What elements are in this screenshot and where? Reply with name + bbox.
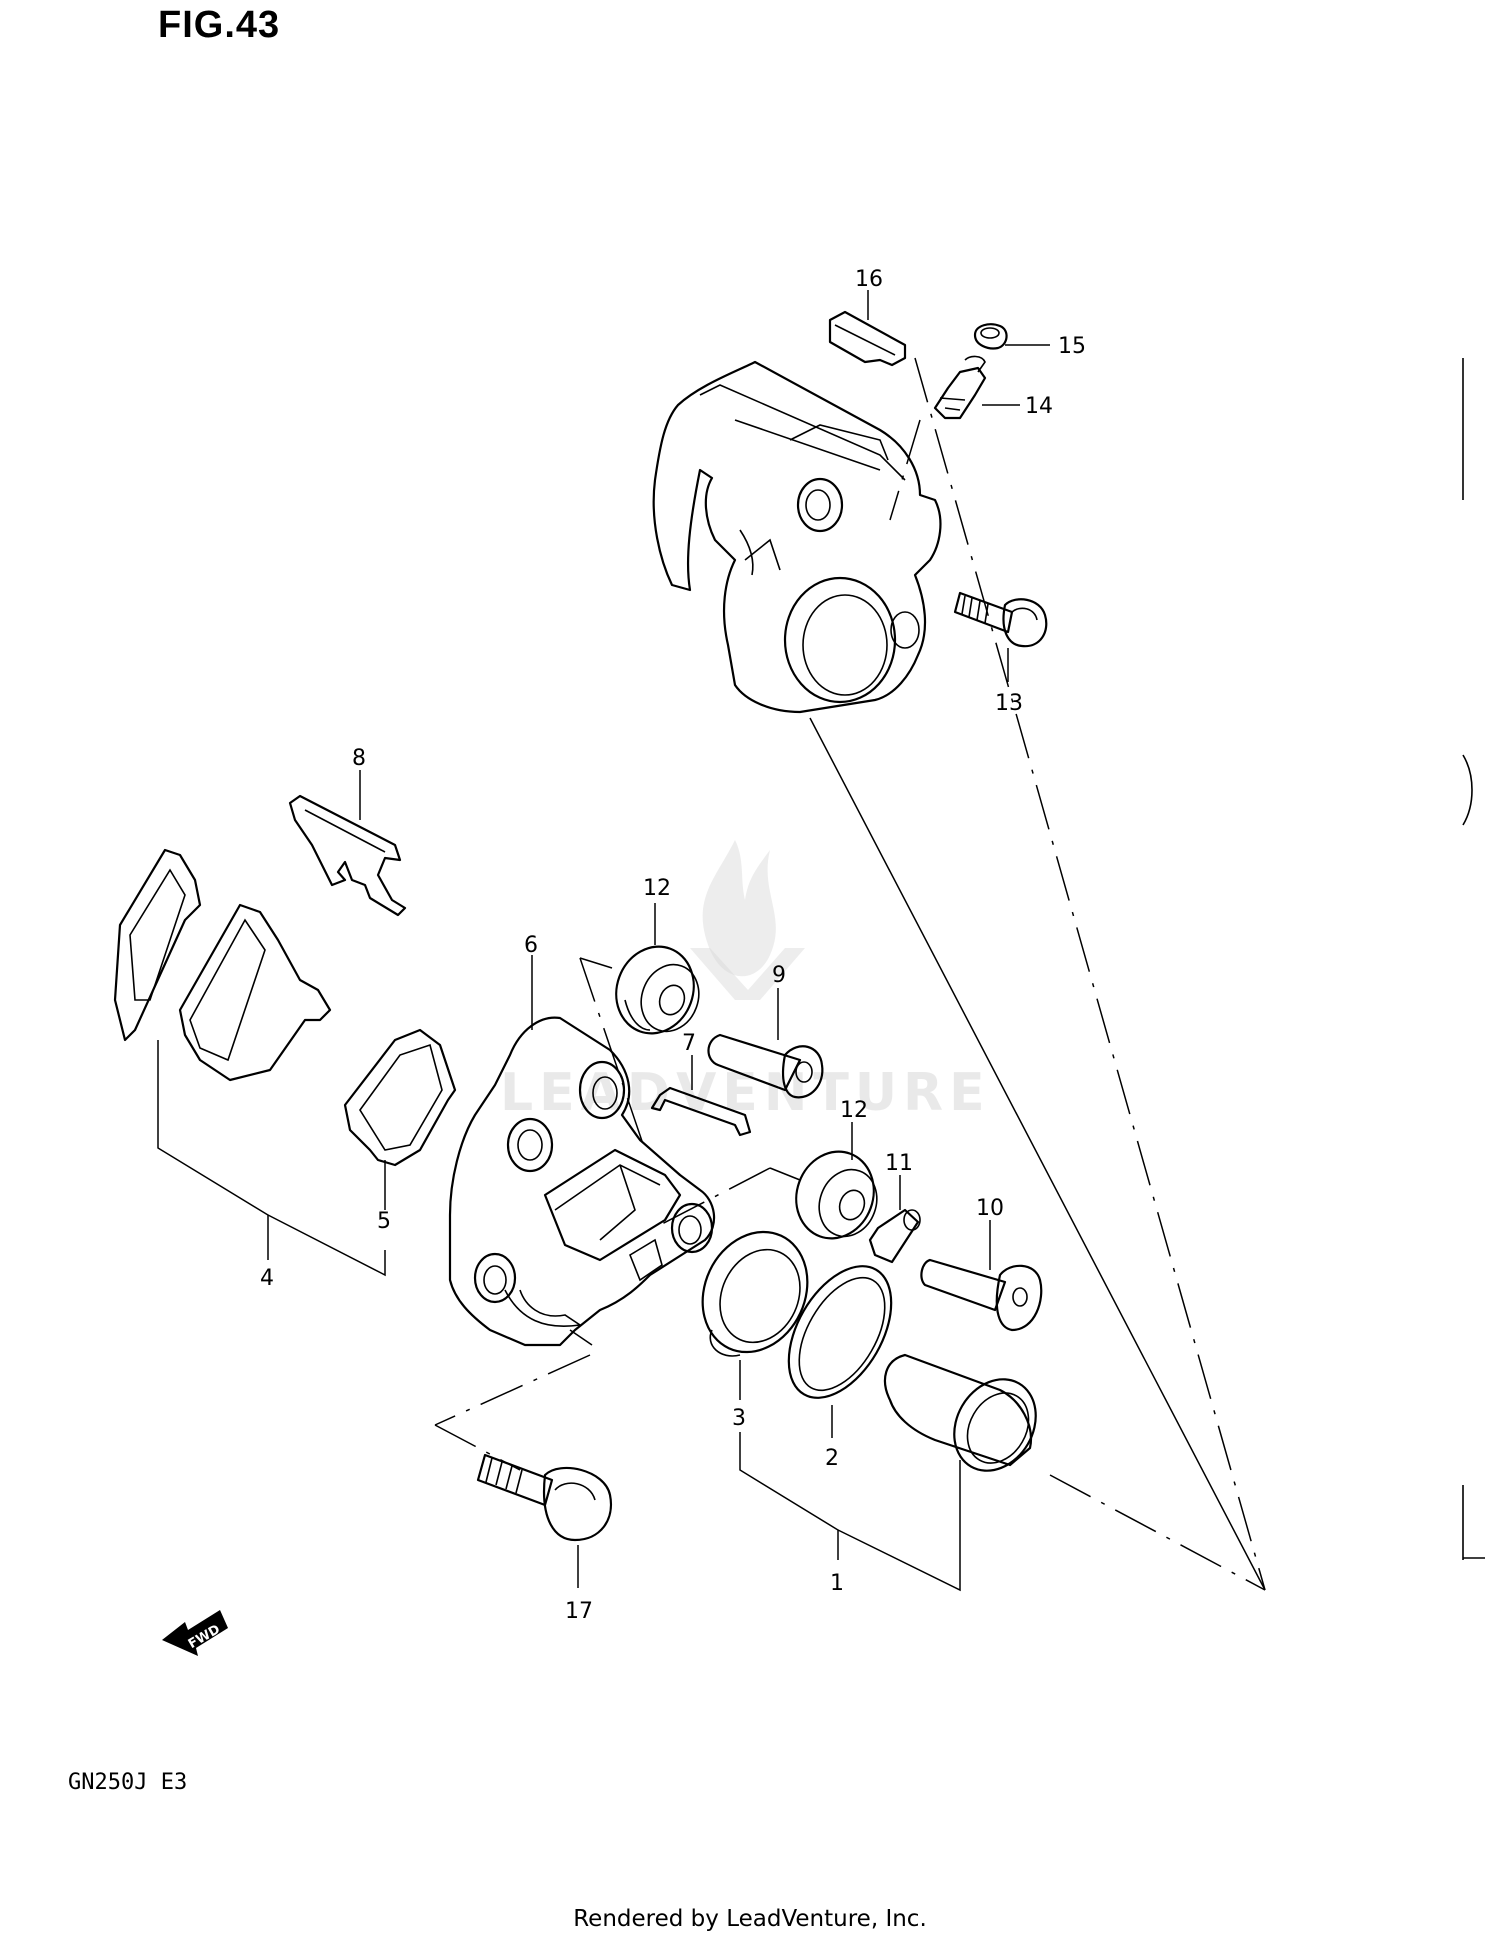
callout-8: 8 — [352, 746, 366, 771]
callout-12-lower: 12 — [840, 1098, 868, 1123]
callout-12-upper: 12 — [643, 876, 671, 901]
pad-shim-5 — [343, 1028, 457, 1167]
callout-15: 15 — [1058, 334, 1086, 359]
slide-pin-10 — [920, 1258, 1043, 1332]
leadventure-watermark-icon: LEADVENTURE — [500, 840, 985, 1123]
pad-spring-plate-16 — [828, 310, 907, 367]
callout-10: 10 — [976, 1196, 1004, 1221]
model-code: GN250J E3 — [68, 1770, 188, 1795]
retainer-clip-7 — [650, 1086, 752, 1137]
mounting-bolt-13 — [953, 591, 1048, 648]
sleeve-11 — [868, 1208, 921, 1264]
callout-labels: 16 15 14 13 8 12 9 6 7 12 11 10 5 4 3 2 … — [260, 267, 1086, 1624]
boot-12-upper — [615, 945, 700, 1035]
fwd-arrow-icon: FWD — [162, 1610, 228, 1656]
callout-6: 6 — [524, 933, 538, 958]
caliper-bolt-17 — [476, 1453, 613, 1542]
callout-11: 11 — [885, 1151, 913, 1176]
leader-lines — [157, 290, 1050, 1592]
caliper-housing — [652, 360, 942, 714]
boot-12-lower — [795, 1150, 878, 1240]
callout-13: 13 — [995, 691, 1023, 716]
piston-seal-2 — [787, 1265, 893, 1399]
caliper-holder-6 — [448, 1016, 716, 1347]
piston-1 — [883, 1353, 1037, 1472]
callout-3: 3 — [732, 1406, 746, 1431]
slide-pin-9 — [707, 1033, 824, 1099]
callout-4: 4 — [260, 1266, 274, 1291]
bleeder-cap-15 — [973, 323, 1008, 350]
brake-pad-set-4 — [113, 848, 332, 1082]
callout-5: 5 — [377, 1209, 391, 1234]
assembly-lines — [434, 357, 1266, 1591]
callout-2: 2 — [825, 1446, 839, 1471]
callout-7: 7 — [682, 1031, 696, 1056]
render-credit: Rendered by LeadVenture, Inc. — [573, 1906, 927, 1932]
callout-14: 14 — [1025, 394, 1053, 419]
callout-17: 17 — [565, 1599, 593, 1624]
scan-edge-marks — [1462, 358, 1485, 1560]
callout-16: 16 — [855, 267, 883, 292]
callout-9: 9 — [772, 963, 786, 988]
figure-title: FIG.43 — [158, 4, 281, 46]
callout-1: 1 — [830, 1571, 844, 1596]
bleeder-valve-14 — [933, 355, 987, 420]
dust-seal-3 — [701, 1230, 809, 1357]
pad-retainer-8 — [288, 794, 407, 917]
